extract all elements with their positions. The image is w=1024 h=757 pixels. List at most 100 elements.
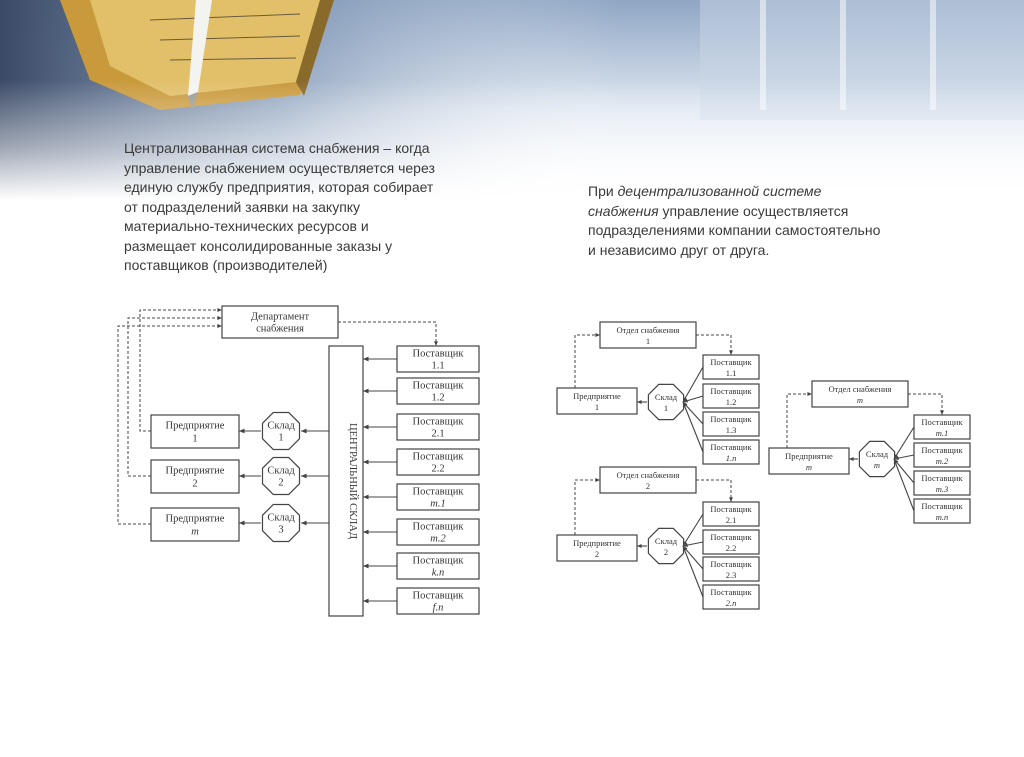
group-3-department-to-suppliers-arrowhead bbox=[940, 410, 944, 415]
group-1-supplier-2-line-2: 1.2 bbox=[726, 397, 737, 407]
group-1-department-line-2: 1 bbox=[646, 336, 650, 346]
group-1-supplier-link-4 bbox=[683, 402, 703, 452]
group-3-supplier-link-4 bbox=[894, 459, 914, 511]
group-3-supplier-link-1 bbox=[894, 427, 914, 459]
central-enterprise-1-line-2: 1 bbox=[192, 434, 197, 445]
request-line-2 bbox=[128, 318, 222, 476]
group-2-supplier-4-line-1: Поставщик bbox=[710, 587, 752, 597]
group-2-supplier-2-line-2: 2.2 bbox=[726, 543, 737, 553]
group-1-enterprise-line-2: 1 bbox=[595, 402, 599, 412]
group-3-warehouse-to-enterprise-arrow bbox=[849, 457, 854, 461]
warehouse-feed-arrow-1 bbox=[301, 429, 307, 434]
central-supplier-2-line-2: 1.2 bbox=[431, 393, 444, 404]
group-2-department-to-suppliers bbox=[696, 480, 731, 502]
group-2-supplier-1-line-1: Поставщик bbox=[710, 504, 752, 514]
enterprise-feed-arrow-3 bbox=[239, 521, 245, 526]
group-1-warehouse-to-enterprise-arrow bbox=[637, 400, 642, 404]
group-1-enterprise-line-1: Предприятие bbox=[573, 391, 621, 401]
group-2-warehouse-line-1: Склад bbox=[655, 536, 678, 546]
group-2-warehouse-shape bbox=[648, 528, 683, 563]
group-2-enterprise-line-1: Предприятие bbox=[573, 538, 621, 548]
central-warehouse-2-line-1: Склад bbox=[267, 466, 295, 477]
group-3-supplier-2-line-1: Поставщик bbox=[921, 445, 963, 455]
group-3-supplier-1-line-2: m.1 bbox=[936, 428, 949, 438]
group-2-supplier-link-1 bbox=[683, 514, 703, 546]
warehouse-feed-arrow-2 bbox=[301, 474, 307, 479]
central-supplier-3-line-2: 2.1 bbox=[431, 429, 444, 440]
group-1-supplier-3-line-2: 1.3 bbox=[726, 425, 737, 435]
central-supplier-1-line-2: 1.1 bbox=[431, 361, 444, 372]
central-supplier-7-line-1: Поставщик bbox=[413, 556, 465, 567]
group-3-enterprise-line-1: Предприятие bbox=[785, 451, 833, 461]
request-line-1 bbox=[140, 310, 222, 431]
group-3-warehouse-shape bbox=[859, 441, 894, 476]
central-supplier-5-line-2: m.1 bbox=[430, 499, 445, 510]
central-enterprise-3-line-2: m bbox=[191, 527, 199, 538]
department-to-suppliers-arrowhead bbox=[434, 341, 438, 346]
department-supply-line-1: Департамент bbox=[251, 312, 310, 323]
group-1-supplier-4-line-1: Поставщик bbox=[710, 442, 752, 452]
group-3-enterprise-to-department bbox=[787, 394, 812, 448]
group-3-department-line-1: Отдел снабжения bbox=[829, 384, 892, 394]
group-3-supplier-3-line-1: Поставщик bbox=[921, 473, 963, 483]
group-3-enterprise-to-department-arrowhead bbox=[807, 392, 812, 396]
central-supplier-4-line-1: Поставщик bbox=[413, 452, 465, 463]
group-1-enterprise-to-department bbox=[575, 335, 600, 388]
group-1-department-to-suppliers bbox=[696, 335, 731, 355]
central-supplier-arrow-3 bbox=[363, 425, 369, 430]
group-1-supplier-2-line-1: Поставщик bbox=[710, 386, 752, 396]
decentralized-supply-diagram: Отдел снабжения1Предприятие1Склад1Постав… bbox=[557, 322, 970, 609]
request-line-arrow-2 bbox=[217, 316, 222, 320]
central-supplier-arrow-2 bbox=[363, 389, 369, 394]
group-1-warehouse-shape bbox=[648, 384, 683, 419]
request-line-arrow-3 bbox=[217, 324, 222, 328]
central-supplier-4-line-2: 2.2 bbox=[431, 464, 444, 475]
central-warehouse-label: ЦЕНТРАЛЬНЫЙ СКЛАД bbox=[347, 423, 359, 539]
group-3-supplier-3-line-2: m.3 bbox=[936, 484, 949, 494]
group-2-enterprise-to-department bbox=[575, 480, 600, 535]
central-supplier-arrow-4 bbox=[363, 460, 369, 465]
central-supplier-7-line-2: k.n bbox=[432, 568, 445, 579]
group-3-supplier-4-line-1: Поставщик bbox=[921, 501, 963, 511]
group-2-supplier-2-line-1: Поставщик bbox=[710, 532, 752, 542]
request-line-arrow-1 bbox=[217, 308, 222, 312]
central-warehouse-3-line-1: Склад bbox=[267, 513, 295, 524]
group-3-enterprise-line-2: m bbox=[806, 462, 812, 472]
group-2-department-line-2: 2 bbox=[646, 481, 650, 491]
group-1-supplier-1-line-1: Поставщик bbox=[710, 357, 752, 367]
warehouse-feed-arrow-3 bbox=[301, 521, 307, 526]
central-supplier-arrow-6 bbox=[363, 530, 369, 535]
group-2-supplier-link-4 bbox=[683, 546, 703, 597]
enterprise-feed-arrow-1 bbox=[239, 429, 245, 434]
group-2-supplier-1-line-2: 2.1 bbox=[726, 515, 737, 525]
group-2-enterprise-to-department-arrowhead bbox=[595, 478, 600, 482]
central-supplier-6-line-1: Поставщик bbox=[413, 522, 465, 533]
group-1-supplier-1-line-2: 1.1 bbox=[726, 368, 737, 378]
group-1-supplier-3-line-1: Поставщик bbox=[710, 414, 752, 424]
group-1-department-to-suppliers-arrowhead bbox=[729, 350, 733, 355]
enterprise-feed-arrow-2 bbox=[239, 474, 245, 479]
central-warehouse-1-line-2: 1 bbox=[278, 433, 283, 444]
central-supplier-8-line-1: Поставщик bbox=[413, 591, 465, 602]
central-supplier-6-line-2: m.2 bbox=[430, 534, 446, 545]
central-enterprise-3-line-1: Предприятие bbox=[166, 514, 225, 525]
group-2-supplier-3-line-2: 2.3 bbox=[726, 570, 737, 580]
group-1-supplier-4-line-2: 1.n bbox=[726, 453, 737, 463]
group-3-department-to-suppliers bbox=[908, 394, 942, 415]
central-enterprise-2-line-2: 2 bbox=[192, 479, 197, 490]
group-2-department-line-1: Отдел снабжения bbox=[617, 470, 680, 480]
central-warehouse-3-line-2: 3 bbox=[278, 525, 283, 536]
group-3-warehouse-line-2: m bbox=[874, 460, 880, 470]
central-supplier-arrow-8 bbox=[363, 599, 369, 604]
department-supply-line-2: снабжения bbox=[256, 324, 304, 335]
central-supplier-1-line-1: Поставщик bbox=[413, 349, 465, 360]
central-supplier-arrow-5 bbox=[363, 495, 369, 500]
group-1-warehouse-line-1: Склад bbox=[655, 392, 678, 402]
group-2-supplier-4-line-2: 2.n bbox=[726, 598, 737, 608]
group-1-warehouse-line-2: 1 bbox=[664, 403, 668, 413]
central-warehouse-2-line-2: 2 bbox=[278, 478, 283, 489]
central-supplier-3-line-1: Поставщик bbox=[413, 417, 465, 428]
group-1-enterprise-to-department-arrowhead bbox=[595, 333, 600, 337]
